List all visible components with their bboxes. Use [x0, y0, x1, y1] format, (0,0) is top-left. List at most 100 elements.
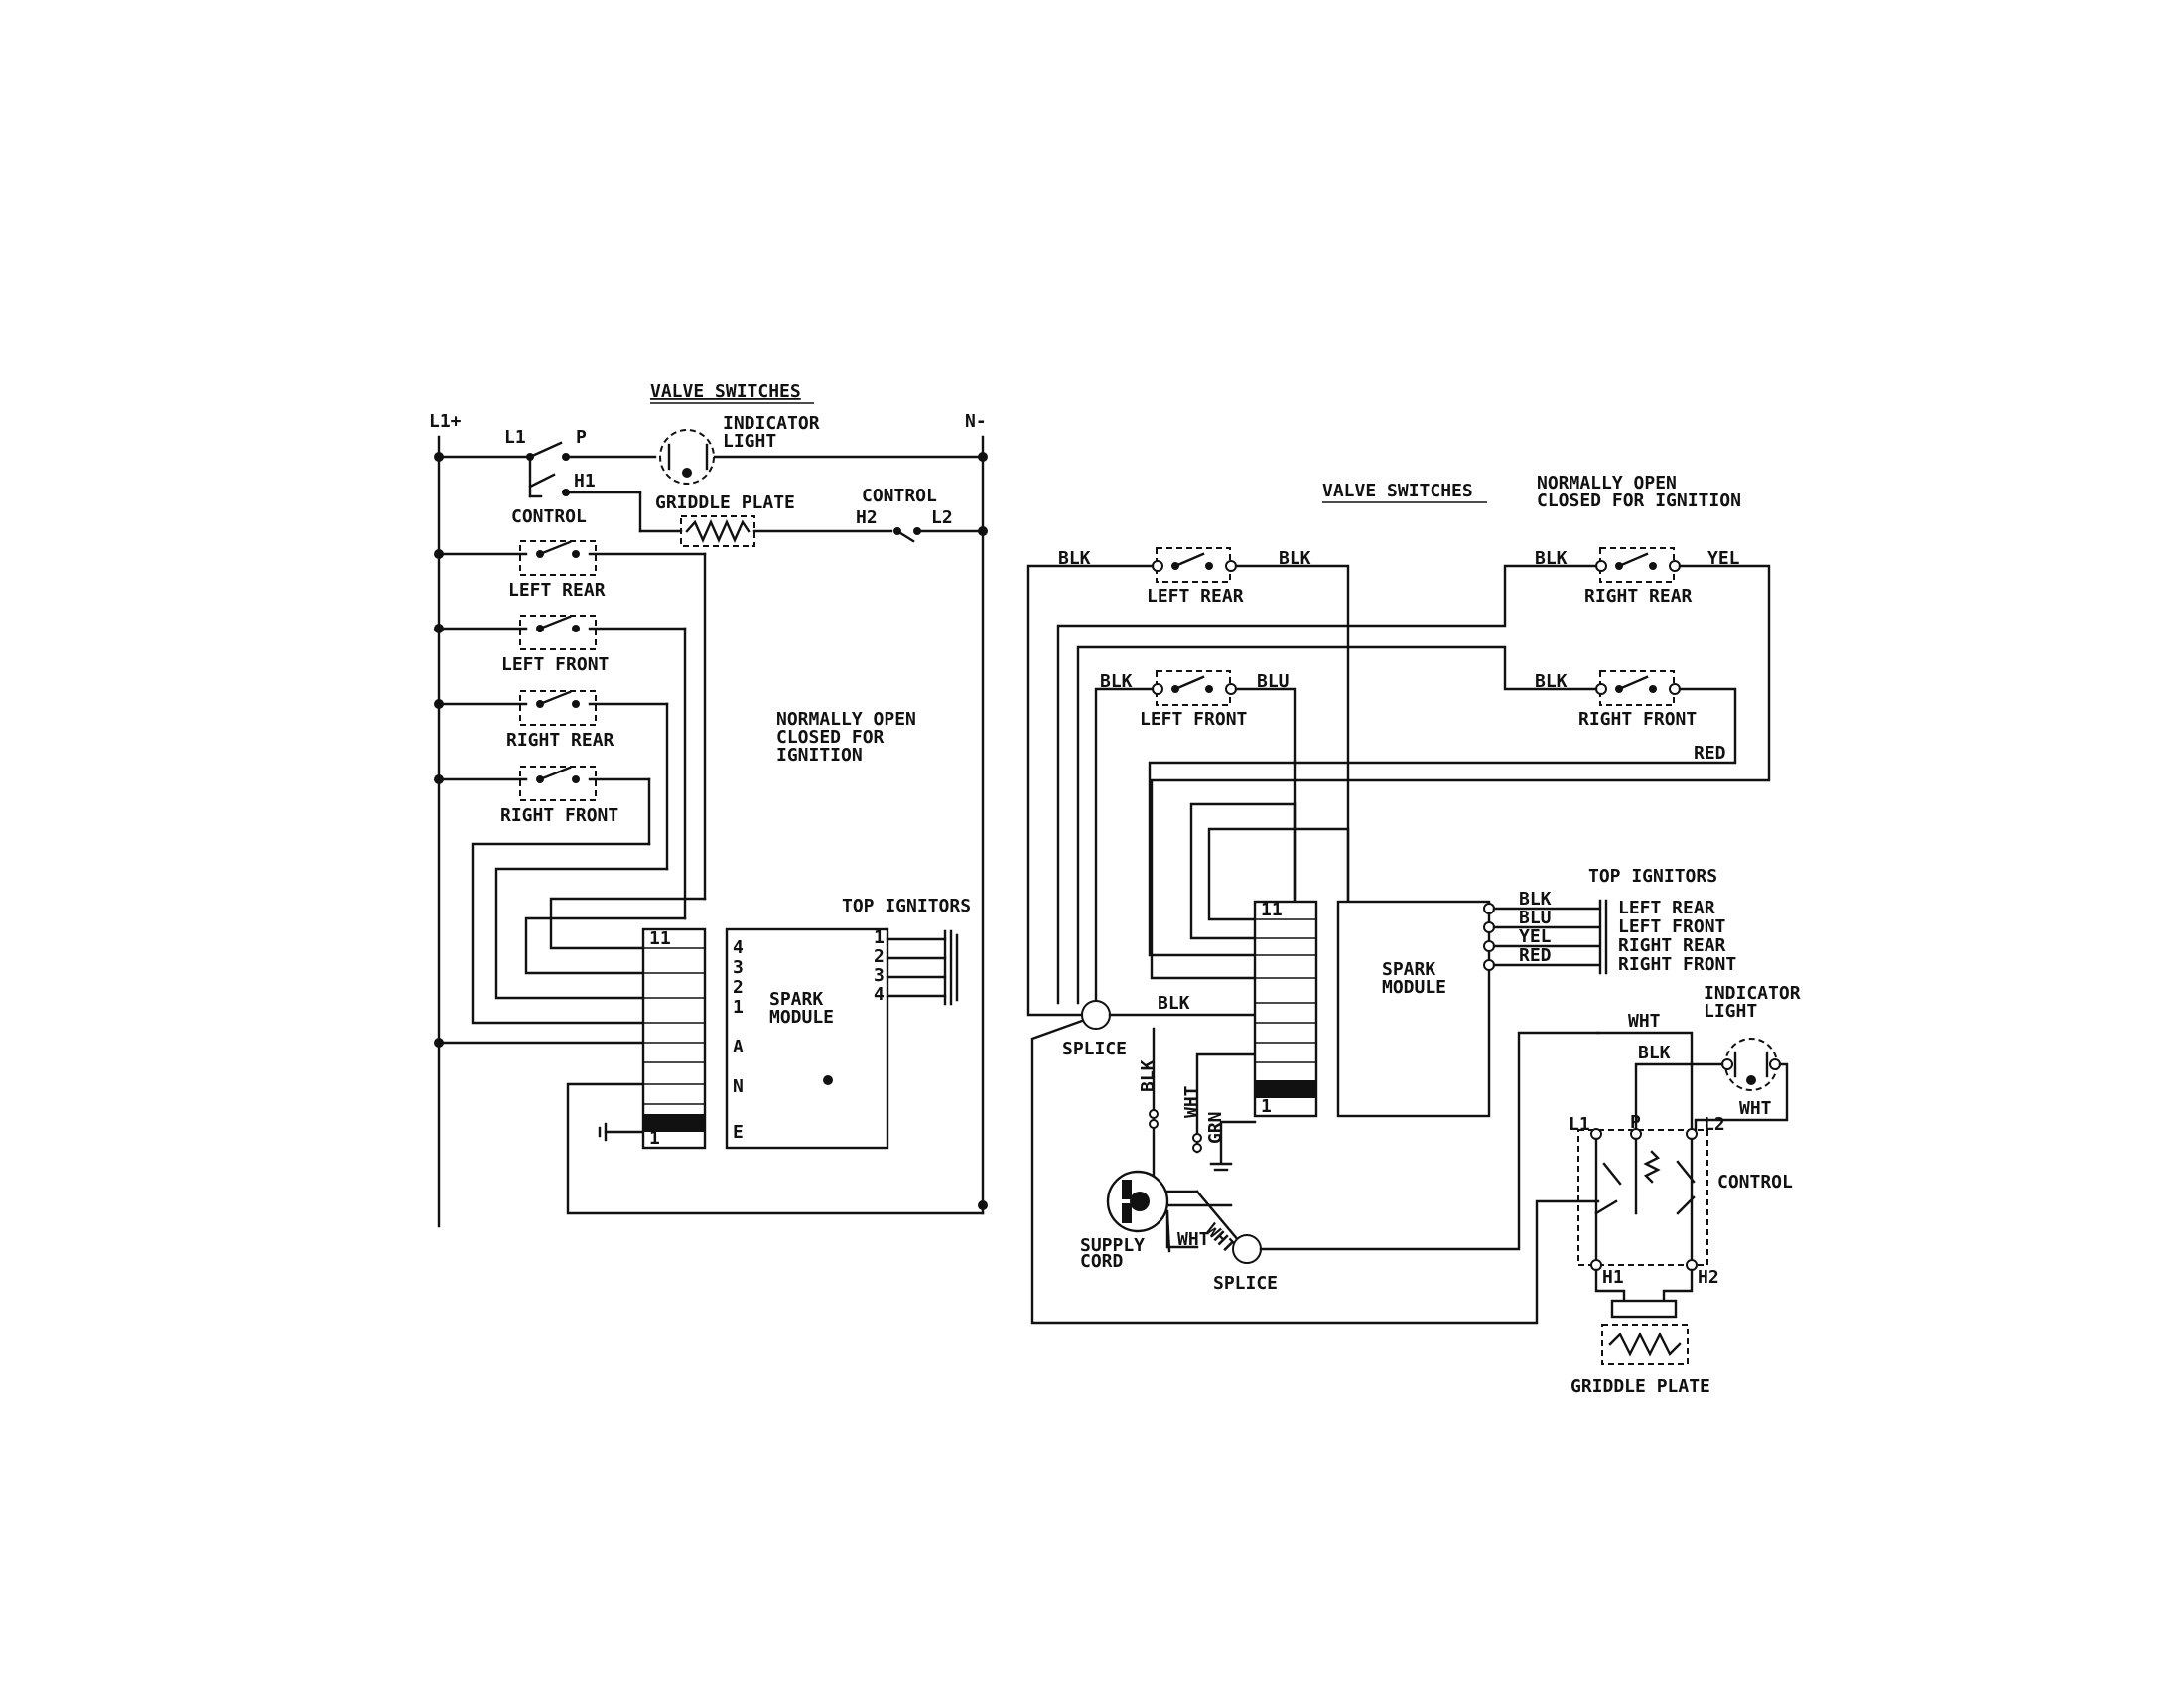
supply-cord-icon: SUPPLY CORD	[1080, 1170, 1233, 1272]
ladder-title: VALVE SWITCHES	[650, 381, 801, 402]
svg-text:BLK: BLK	[1058, 548, 1091, 569]
svg-text:RIGHT REAR: RIGHT REAR	[1584, 586, 1693, 607]
svg-text:SPLICE: SPLICE	[1213, 1273, 1278, 1294]
wiring-ignitor-outputs: BLK BLU YEL RED LEFT REAR LEFT FRONT RIG…	[1483, 889, 1736, 975]
ladder-control-label: CONTROL	[511, 506, 587, 527]
svg-text:4: 4	[733, 937, 744, 958]
svg-text:1: 1	[649, 1128, 660, 1149]
svg-text:WHT: WHT	[1628, 1011, 1661, 1032]
svg-text:3: 3	[874, 965, 885, 986]
svg-text:L2: L2	[1704, 1114, 1725, 1135]
svg-text:CONTROL: CONTROL	[1717, 1172, 1793, 1193]
svg-text:SPLICE: SPLICE	[1062, 1039, 1127, 1059]
ladder-note-2: CLOSED FOR	[776, 727, 885, 748]
wiring-title: VALVE SWITCHES	[1322, 481, 1473, 501]
svg-text:N: N	[733, 1076, 744, 1097]
svg-text:1: 1	[1261, 1096, 1272, 1117]
splice-top	[1081, 1000, 1111, 1030]
svg-text:GRN: GRN	[1205, 1111, 1226, 1144]
splice-bottom	[1232, 1234, 1262, 1264]
svg-text:BLK: BLK	[1158, 993, 1190, 1014]
svg-text:BLK: BLK	[1138, 1059, 1159, 1092]
svg-text:SUPPLY: SUPPLY	[1080, 1235, 1145, 1256]
ladder-note-1: NORMALLY OPEN	[776, 709, 916, 730]
ladder-griddle-plate-label: GRIDDLE PLATE	[655, 492, 795, 513]
svg-text:WHT: WHT	[1181, 1085, 1202, 1118]
svg-text:RED: RED	[1694, 743, 1726, 764]
svg-text:2: 2	[874, 946, 885, 967]
svg-text:GRIDDLE PLATE: GRIDDLE PLATE	[1570, 1376, 1710, 1397]
svg-text:WHT: WHT	[1177, 1229, 1210, 1250]
resistor-icon	[685, 519, 751, 543]
svg-text:LEFT FRONT: LEFT FRONT	[1618, 916, 1726, 937]
svg-text:BLK: BLK	[1535, 671, 1568, 692]
svg-text:BLU: BLU	[1519, 908, 1552, 928]
ladder-indicator-label-2: LIGHT	[723, 431, 776, 452]
svg-text:YEL: YEL	[1519, 926, 1552, 947]
ladder-h1: H1	[574, 471, 596, 491]
svg-text:BLK: BLK	[1638, 1043, 1671, 1063]
svg-text:SPARK: SPARK	[1382, 959, 1435, 980]
ladder-switch-right-front: RIGHT FRONT	[437, 766, 651, 846]
ladder-indicator-label-1: INDICATOR	[723, 413, 820, 434]
svg-text:L1: L1	[1569, 1114, 1590, 1135]
wiring-terminal-strip: 11 1	[1253, 900, 1318, 1118]
ladder-spark-module: SPARK MODULE 4 3 2 1 A N E	[725, 927, 889, 1150]
svg-text:YEL: YEL	[1707, 548, 1740, 569]
svg-text:P: P	[1630, 1112, 1641, 1133]
svg-text:CORD: CORD	[1080, 1251, 1124, 1272]
svg-text:BLK: BLK	[1535, 548, 1568, 569]
ladder-h2: H2	[856, 507, 878, 528]
ladder-ignitor-outputs: 1 2 3 4	[874, 927, 959, 1006]
svg-text:MODULE: MODULE	[1382, 977, 1446, 998]
svg-text:RIGHT FRONT: RIGHT FRONT	[500, 805, 618, 826]
wiring-griddle-plate: GRIDDLE PLATE	[1570, 1268, 1710, 1397]
svg-text:BLU: BLU	[1257, 671, 1290, 692]
svg-text:LEFT REAR: LEFT REAR	[1147, 586, 1244, 607]
svg-text:LEFT FRONT: LEFT FRONT	[501, 654, 610, 675]
svg-text:H1: H1	[1602, 1267, 1624, 1288]
wiring-layout: VALVE SWITCHES NORMALLY OPEN CLOSED FOR …	[1026, 473, 1801, 1397]
svg-text:1: 1	[733, 997, 744, 1018]
wiring-switch-right-rear: RIGHT REAR BLK YEL	[1056, 547, 1771, 1005]
wiring-switch-left-front: LEFT FRONT BLK BLU	[1094, 670, 1297, 1005]
l1-plus-label: L1+	[429, 411, 462, 432]
ladder-terminal-strip: 11 1	[641, 927, 707, 1150]
svg-text:H2: H2	[1698, 1267, 1719, 1288]
svg-text:11: 11	[1261, 900, 1283, 920]
ladder-switch-right-rear: RIGHT REAR	[437, 690, 669, 871]
ladder-schematic: VALVE SWITCHES L1+ N- L1 P H1 CONTROL	[429, 381, 988, 1228]
ladder-l1: L1	[504, 427, 526, 448]
svg-text:1: 1	[874, 927, 885, 948]
griddle-plate-element	[680, 515, 755, 547]
svg-text:4: 4	[874, 984, 885, 1005]
wiring-note-1: NORMALLY OPEN	[1537, 473, 1677, 493]
svg-text:BLK: BLK	[1519, 889, 1552, 910]
svg-text:RIGHT FRONT: RIGHT FRONT	[1618, 954, 1736, 975]
svg-text:WHT: WHT	[1739, 1098, 1772, 1119]
svg-text:11: 11	[649, 928, 671, 949]
wiring-indicator-label-1: INDICATOR	[1704, 983, 1801, 1004]
svg-text:A: A	[733, 1037, 744, 1057]
svg-text:RIGHT REAR: RIGHT REAR	[506, 730, 614, 751]
svg-text:LEFT REAR: LEFT REAR	[508, 580, 606, 601]
wiring-control: L1 P L2 CONTROL H1 H2	[1569, 1112, 1793, 1288]
svg-text:3: 3	[733, 957, 744, 978]
svg-text:LEFT REAR: LEFT REAR	[1618, 898, 1715, 918]
svg-text:RIGHT FRONT: RIGHT FRONT	[1578, 709, 1697, 730]
wiring-note-2: CLOSED FOR IGNITION	[1537, 491, 1741, 511]
svg-text:E: E	[733, 1122, 744, 1143]
svg-text:BLK: BLK	[1100, 671, 1133, 692]
wiring-switch-right-front: RIGHT FRONT BLK RED	[1076, 645, 1737, 1005]
wiring-top-ignitors-label: TOP IGNITORS	[1588, 866, 1717, 887]
wiring-spark-module: SPARK MODULE	[1336, 900, 1491, 1118]
wiring-indicator-label-2: LIGHT	[1704, 1001, 1757, 1022]
svg-text:RED: RED	[1519, 945, 1552, 966]
n-minus-label: N-	[965, 411, 987, 432]
svg-text:MODULE: MODULE	[769, 1007, 834, 1028]
svg-text:BLK: BLK	[1279, 548, 1311, 569]
svg-text:SPARK: SPARK	[769, 989, 823, 1010]
ladder-note-3: IGNITION	[776, 745, 863, 766]
svg-text:2: 2	[733, 977, 744, 998]
